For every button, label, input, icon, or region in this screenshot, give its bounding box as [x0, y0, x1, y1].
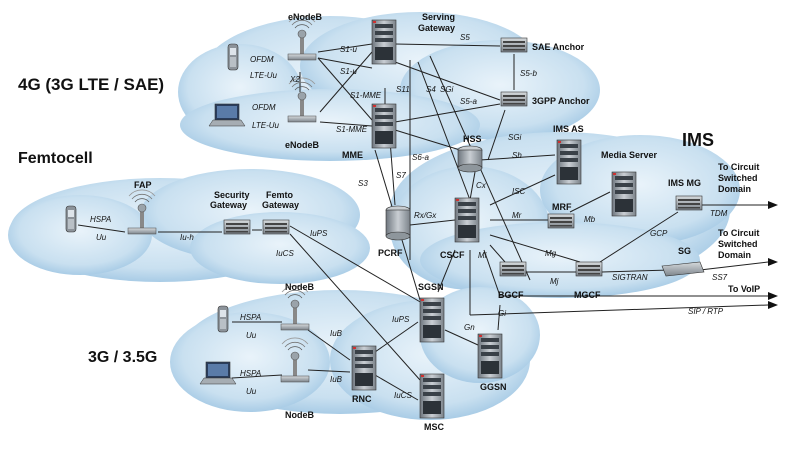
svg-text:X2: X2 — [289, 75, 300, 84]
devices — [65, 15, 705, 419]
svg-text:S5: S5 — [460, 33, 470, 42]
media-server-label: Media Server — [601, 150, 658, 160]
svg-text:S7: S7 — [396, 171, 406, 180]
sg-label: SG — [678, 246, 691, 256]
femto-cloud — [8, 169, 370, 284]
region-lte: 4G (3G LTE / SAE) — [18, 75, 164, 94]
svg-text:Cx: Cx — [476, 181, 487, 190]
svg-text:Mb: Mb — [584, 215, 596, 224]
svg-text:Gi: Gi — [498, 309, 506, 318]
mgcf-label: MGCF — [574, 290, 601, 300]
region-umts: 3G / 3.5G — [88, 349, 157, 366]
interface-labels: OFDM LTE-Uu OFDM LTE-Uu X2 S1-u S1-u S1-… — [90, 33, 728, 400]
region-femto: Femtocell — [18, 150, 93, 167]
svg-text:ISC: ISC — [512, 187, 526, 196]
rnc-label: RNC — [352, 394, 372, 404]
svg-text:S5-a: S5-a — [460, 97, 477, 106]
svg-text:S11: S11 — [396, 85, 410, 94]
svg-text:S4: S4 — [426, 85, 436, 94]
svg-text:SGi: SGi — [440, 85, 454, 94]
svg-text:S6-a: S6-a — [412, 153, 429, 162]
ims-as-label: IMS AS — [553, 124, 584, 134]
svg-text:IuCS: IuCS — [394, 391, 412, 400]
svg-text:SS7: SS7 — [712, 273, 728, 282]
svg-text:Switched: Switched — [718, 239, 758, 249]
svg-text:SGi: SGi — [508, 133, 522, 142]
svg-text:Domain: Domain — [718, 250, 751, 260]
hss-drum — [457, 145, 483, 173]
pcrf-label: PCRF — [378, 248, 403, 258]
svg-text:LTE-Uu: LTE-Uu — [250, 71, 278, 80]
cscf-label: CSCF — [440, 250, 465, 260]
nodeb-top-label: NodeB — [285, 282, 315, 292]
svg-text:Uu: Uu — [246, 331, 257, 340]
svg-text:Uu: Uu — [246, 387, 257, 396]
svg-text:Domain: Domain — [718, 184, 751, 194]
bgcf-label: BGCF — [498, 290, 524, 300]
external-labels: To Circuit Switched Domain To Circuit Sw… — [718, 162, 760, 294]
svg-text:SIGTRAN: SIGTRAN — [612, 273, 648, 282]
svg-text:TDM: TDM — [710, 209, 728, 218]
svg-text:S1-MME: S1-MME — [336, 125, 368, 134]
svg-text:SIP / RTP: SIP / RTP — [688, 307, 724, 316]
arrowheads — [768, 201, 778, 309]
msc-label: MSC — [424, 422, 445, 432]
svg-text:Switched: Switched — [718, 173, 758, 183]
svg-text:To VoIP: To VoIP — [728, 284, 760, 294]
sgsn-label: SGSN — [418, 282, 444, 292]
ims-mg-label: IMS MG — [668, 178, 701, 188]
svg-text:To Circuit: To Circuit — [718, 228, 759, 238]
svg-text:HSPA: HSPA — [90, 215, 111, 224]
svg-text:S1-u: S1-u — [340, 45, 357, 54]
sae-anchor-label: SAE Anchor — [532, 42, 585, 52]
nodeb-bottom-label: NodeB — [285, 410, 315, 420]
svg-text:S3: S3 — [358, 179, 368, 188]
enodeb-bottom-label: eNodeB — [285, 140, 320, 150]
svg-text:GCP: GCP — [650, 229, 668, 238]
hss-label: HSS — [463, 134, 482, 144]
svg-text:To Circuit: To Circuit — [718, 162, 759, 172]
svg-text:Uu: Uu — [96, 233, 107, 242]
links — [77, 43, 769, 401]
svg-text:IuB: IuB — [330, 329, 343, 338]
svg-text:S5-b: S5-b — [520, 69, 537, 78]
svg-text:Iu-h: Iu-h — [180, 233, 194, 242]
fap-label: FAP — [134, 180, 152, 190]
svg-text:Sh: Sh — [512, 151, 522, 160]
svg-text:Mg: Mg — [545, 249, 557, 258]
region-ims: IMS — [682, 130, 714, 150]
svg-text:S1-MME: S1-MME — [350, 91, 382, 100]
mrf-label: MRF — [552, 202, 572, 212]
pcrf-drum — [385, 205, 411, 241]
svg-text:IuCS: IuCS — [276, 249, 294, 258]
sg-device — [661, 261, 705, 277]
svg-text:Rx/Gx: Rx/Gx — [414, 211, 437, 220]
svg-text:HSPA: HSPA — [240, 369, 261, 378]
svg-text:IuPS: IuPS — [310, 229, 328, 238]
svg-text:Gn: Gn — [464, 323, 475, 332]
ggsn-label: GGSN — [480, 382, 507, 392]
svg-text:Mj: Mj — [550, 277, 559, 286]
mme-label: MME — [342, 150, 363, 160]
3gpp-anchor-label: 3GPP Anchor — [532, 96, 590, 106]
svg-text:Mi: Mi — [478, 251, 487, 260]
enodeb-top-label: eNodeB — [288, 12, 323, 22]
svg-text:IuB: IuB — [330, 375, 343, 384]
svg-text:OFDM: OFDM — [252, 103, 276, 112]
svg-text:S1-u: S1-u — [340, 67, 357, 76]
svg-text:HSPA: HSPA — [240, 313, 261, 322]
svg-text:Mr: Mr — [512, 211, 522, 220]
svg-text:LTE-Uu: LTE-Uu — [252, 121, 280, 130]
svg-text:OFDM: OFDM — [250, 55, 274, 64]
svg-text:IuPS: IuPS — [392, 315, 410, 324]
